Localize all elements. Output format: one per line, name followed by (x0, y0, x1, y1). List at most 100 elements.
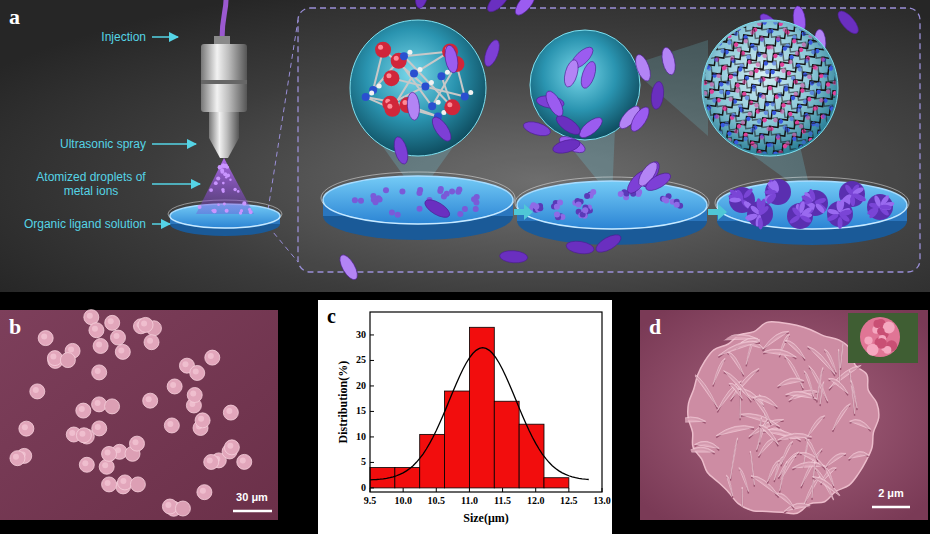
metal-node (813, 163, 819, 169)
metal-node (693, 87, 699, 93)
metal-node (753, 5, 759, 11)
metal-node (701, 33, 707, 39)
flower-petal (826, 213, 839, 223)
metal-node (683, 95, 689, 101)
metal-node (717, 40, 723, 46)
metal-node (820, 16, 826, 22)
metal-node (725, 90, 731, 96)
metal-node (791, 34, 797, 40)
metal-node (833, 137, 839, 143)
linker-chain (661, 86, 797, 194)
microsphere (130, 477, 145, 492)
metal-node (794, 50, 800, 56)
tick-mark (469, 488, 470, 492)
droplet (212, 209, 217, 214)
metal-node (699, 96, 705, 102)
metal-node (698, 115, 704, 121)
tick-mark (370, 411, 374, 412)
metal-node (851, 95, 857, 101)
metal-node (813, 7, 819, 13)
sphere-texture (82, 460, 88, 466)
metal-node (786, 2, 792, 8)
metal-node (824, 129, 830, 135)
metal-node (789, 18, 795, 24)
metal-node (711, 97, 717, 103)
nucleus-dot (554, 211, 560, 217)
petri-dish (321, 172, 515, 240)
dashed-guide (268, 226, 298, 262)
nanosheet (693, 373, 718, 407)
microsphere (115, 344, 130, 359)
metal-node (721, 7, 727, 13)
metal-node (881, 94, 887, 100)
nanosheet-shadow (713, 360, 725, 386)
panel-letter: a (9, 6, 20, 28)
tick-label: 0 (361, 482, 366, 494)
ion-dot (383, 187, 389, 193)
droplet (224, 164, 228, 168)
nanosheet (807, 416, 824, 438)
sphere-texture (50, 354, 56, 360)
metal-node (839, 99, 845, 105)
nanosheet-shadow (805, 439, 818, 462)
panel-letter: c (327, 306, 336, 326)
metal-node (790, 173, 796, 179)
nanosheet (750, 451, 754, 485)
metal-node (816, 81, 822, 87)
metal-node (874, 85, 880, 91)
metal-node (728, 171, 734, 177)
sphere-texture (141, 320, 147, 326)
metal-node (707, 145, 713, 151)
petri-dish (715, 177, 909, 245)
flower-petal (729, 197, 741, 202)
metal-node (836, 115, 842, 121)
metal-node (745, 116, 751, 122)
tick-mark (535, 488, 536, 492)
dashed-frame (298, 8, 920, 272)
metal-node (730, 15, 736, 21)
metal-node (798, 123, 804, 129)
metal-node (864, 77, 870, 83)
metal-node (843, 123, 849, 129)
metal-node (840, 42, 846, 48)
flower-petal (422, 196, 452, 221)
metal-node (839, 71, 845, 77)
tick-label: 25 (356, 354, 366, 366)
flower-petal (728, 188, 740, 200)
petri-dish (515, 177, 709, 245)
sphere-texture (33, 387, 39, 393)
metal-node (828, 105, 834, 111)
metal-node (766, 28, 772, 34)
metal-node (845, 62, 851, 68)
metal-node (782, 27, 788, 33)
droplet (216, 176, 220, 180)
ion-dot (352, 197, 358, 203)
nozzle-collar (214, 36, 230, 45)
nanosheet-shadow (833, 406, 851, 432)
flow-arrow (514, 204, 533, 220)
flower-petal (814, 197, 827, 206)
metal-node (833, 33, 839, 39)
droplet (229, 179, 231, 181)
nanosheet (675, 417, 706, 423)
metal-node (833, 131, 839, 137)
microsphere (162, 499, 177, 514)
metal-node (771, 158, 777, 164)
metal-node (690, 103, 696, 109)
metal-node (748, 2, 754, 8)
flower-petal (643, 170, 673, 194)
metal-node (847, 119, 853, 125)
microsphere (60, 353, 75, 368)
flower-particle (765, 179, 791, 205)
metal-node (728, 0, 734, 5)
microsphere (187, 387, 202, 402)
metal-node (757, 175, 763, 181)
metal-node (774, 0, 780, 2)
sphere-texture (105, 449, 111, 455)
metal-node (718, 89, 724, 95)
sphere-texture (68, 346, 74, 352)
linker-chain (729, 69, 865, 177)
tick-mark (370, 488, 371, 492)
sphere-texture (120, 478, 126, 484)
metal-node (772, 117, 778, 123)
